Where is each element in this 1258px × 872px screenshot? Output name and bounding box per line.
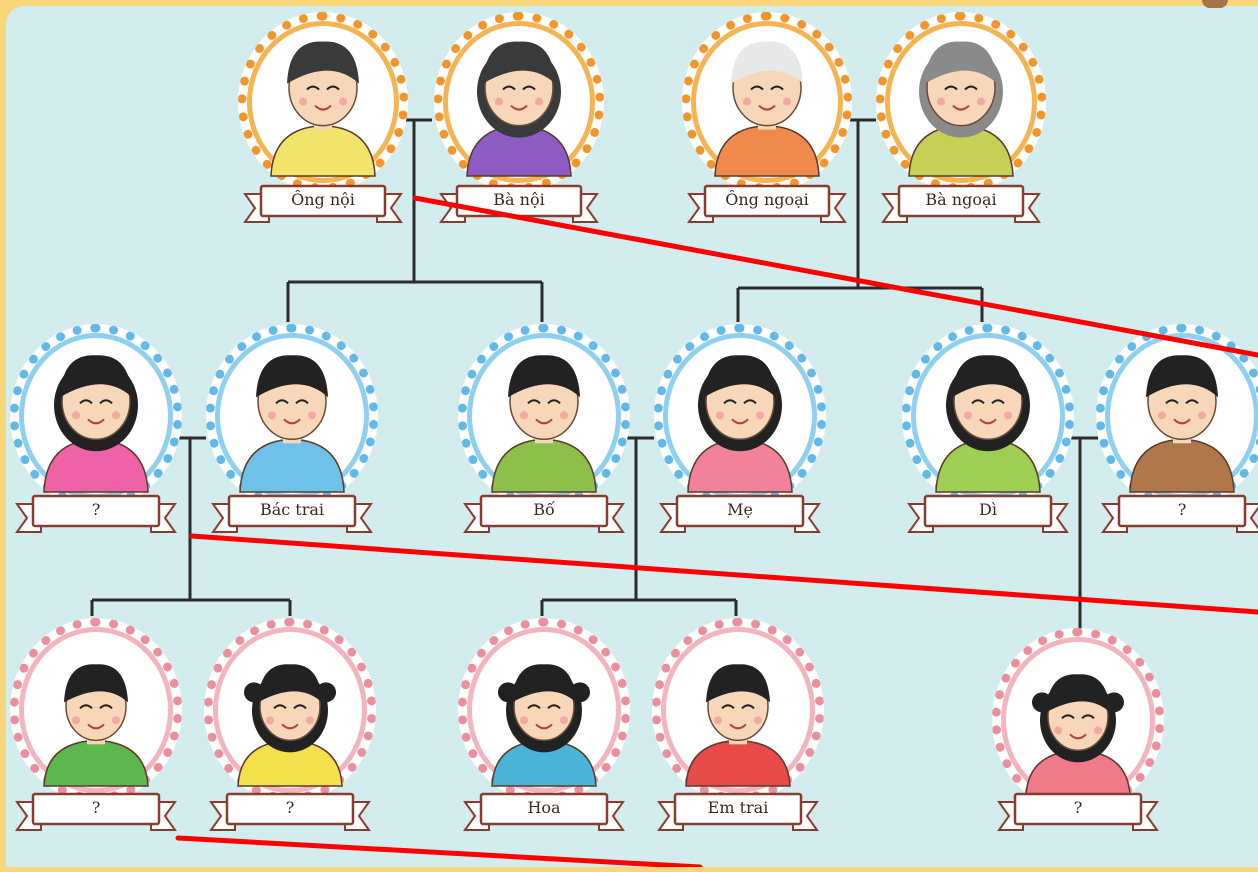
ribbon-banner-icon xyxy=(463,792,625,831)
member-label: Ông nội xyxy=(291,190,355,209)
ribbon-banner-icon xyxy=(657,792,819,831)
portrait-figure-icon xyxy=(685,664,791,787)
member-label: ? xyxy=(285,798,295,817)
member-ba-noi: Bà nội xyxy=(434,12,604,252)
ribbon-banner-icon xyxy=(243,184,403,223)
member-label: Em trai xyxy=(707,798,769,817)
portrait-figure-icon xyxy=(239,355,345,493)
portrait-figure-icon xyxy=(43,355,149,493)
member-label: Dì xyxy=(979,500,997,519)
ribbon-banner-icon xyxy=(997,792,1159,831)
member-unknown-cousin-small: ? xyxy=(992,628,1164,872)
member-label: Bố xyxy=(533,500,555,519)
member-label: ? xyxy=(91,798,101,817)
portrait-figure-icon xyxy=(491,664,597,787)
member-unknown-cousin-boy: ? xyxy=(10,618,182,862)
portrait-figure-icon xyxy=(491,355,597,493)
member-label: Bác trai xyxy=(259,500,325,519)
ribbon-banner-icon xyxy=(15,494,177,533)
member-bac-trai: Bác trai xyxy=(206,324,378,568)
member-ong-noi: Ông nội xyxy=(238,12,408,252)
ribbon-banner-icon xyxy=(15,792,177,831)
family-tree-board: Ông nội Bà nội Ông ngoại Bà ngoại? Bác trai B… xyxy=(6,6,1258,867)
member-label: ? xyxy=(1073,798,1083,817)
portrait-figure-icon xyxy=(935,355,1041,493)
member-me: Mẹ xyxy=(654,324,826,568)
member-bo: Bố xyxy=(458,324,630,568)
ribbon-banner-icon xyxy=(463,494,625,533)
member-label: Ông ngoại xyxy=(725,190,809,209)
member-hoa: Hoa xyxy=(458,618,630,862)
portrait-figure-icon xyxy=(43,664,149,787)
member-label: Hoa xyxy=(527,798,561,817)
portrait-figure-icon xyxy=(908,41,1014,177)
member-label: ? xyxy=(91,500,101,519)
member-unknown-aunt: ? xyxy=(10,324,182,568)
member-unknown-cousin-girl: ? xyxy=(204,618,376,862)
corner-decoration xyxy=(1202,0,1228,8)
portrait-figure-icon xyxy=(1129,355,1235,493)
portrait-figure-icon xyxy=(466,41,572,177)
ribbon-banner-icon xyxy=(659,494,821,533)
member-label: ? xyxy=(1177,500,1187,519)
member-ba-ngoai: Bà ngoại xyxy=(876,12,1046,252)
ribbon-banner-icon xyxy=(211,494,373,533)
ribbon-banner-icon xyxy=(209,792,371,831)
ribbon-banner-icon xyxy=(907,494,1069,533)
member-em-trai: Em trai xyxy=(652,618,824,862)
member-di: Dì xyxy=(902,324,1074,568)
member-unknown-uncle: ? xyxy=(1096,324,1258,568)
member-label: Bà ngoại xyxy=(925,190,997,209)
portrait-figure-icon xyxy=(687,355,793,493)
portrait-figure-icon xyxy=(1025,674,1131,797)
member-ong-ngoai: Ông ngoại xyxy=(682,12,852,252)
portrait-figure-icon xyxy=(237,664,343,787)
ribbon-banner-icon xyxy=(1101,494,1258,533)
portrait-figure-icon xyxy=(714,41,820,177)
portrait-figure-icon xyxy=(270,41,376,177)
member-label: Bà nội xyxy=(493,190,545,209)
member-label: Mẹ xyxy=(727,500,753,519)
